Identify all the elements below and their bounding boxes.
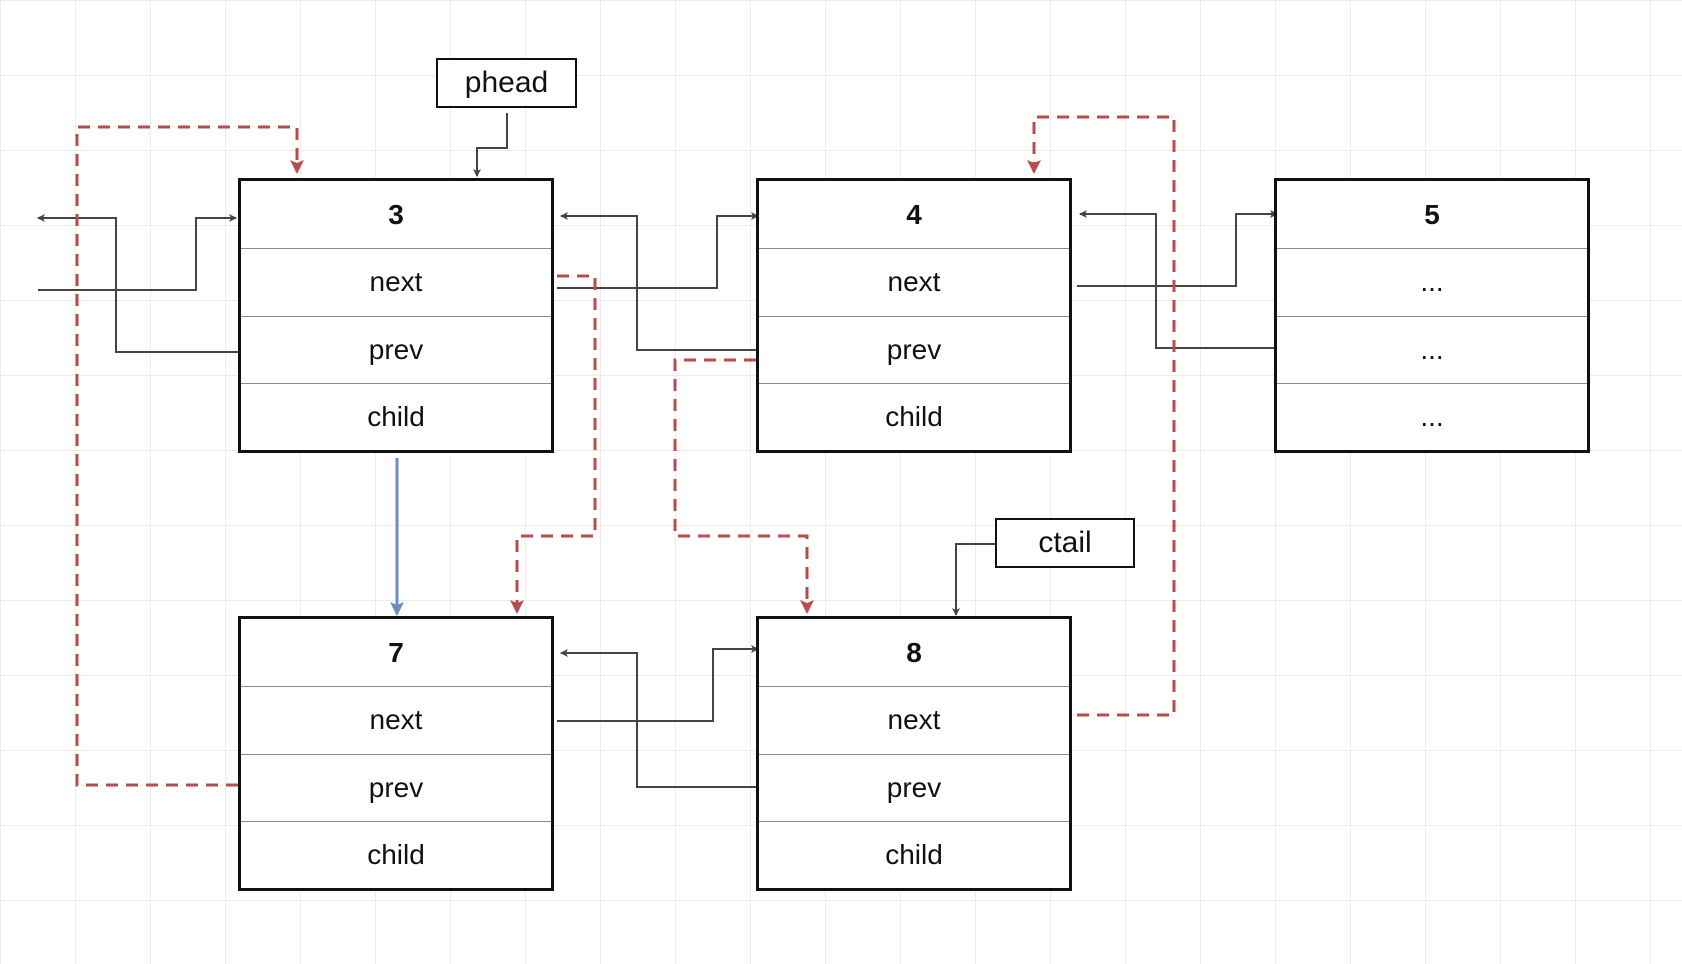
phead-label: phead <box>436 58 577 108</box>
field-prev: prev <box>759 315 1069 383</box>
node-value: 3 <box>388 198 404 230</box>
field-child: child <box>241 820 551 888</box>
prev-8-to-7 <box>560 649 758 788</box>
field-1: ... <box>1277 248 1587 315</box>
field-child: child <box>759 382 1069 450</box>
node-value: 8 <box>906 636 922 668</box>
dashed-next-8-to-4 <box>1027 115 1176 717</box>
field-next: next <box>241 248 551 315</box>
field-next: next <box>759 686 1069 753</box>
field-next: next <box>241 686 551 753</box>
next-4-to-5 <box>1077 210 1278 287</box>
node-7: 7 next prev child <box>238 616 554 891</box>
node-5: 5 ... ... ... <box>1274 178 1590 453</box>
field-next: next <box>759 248 1069 315</box>
ctail-connector <box>952 543 995 616</box>
node-4: 4 next prev child <box>756 178 1072 453</box>
field-prev: prev <box>241 315 551 383</box>
prev-3-outgoing <box>37 214 238 353</box>
node-value: 7 <box>388 636 404 668</box>
prev-5-to-4 <box>1079 210 1277 349</box>
field-3: ... <box>1277 382 1587 450</box>
ctail-label: ctail <box>995 518 1135 568</box>
node-value: 4 <box>906 198 922 230</box>
field-child: child <box>759 820 1069 888</box>
dashed-next-3-to-7 <box>510 274 597 614</box>
node-3: 3 next prev child <box>238 178 554 453</box>
next-7-to-8 <box>557 645 759 722</box>
field-prev: prev <box>759 753 1069 821</box>
incoming-next-to-3 <box>38 214 237 291</box>
dashed-prev-7-to-3 <box>75 125 304 787</box>
prev-4-to-3 <box>560 212 758 351</box>
phead-connector <box>473 113 508 177</box>
field-prev: prev <box>241 753 551 821</box>
field-2: ... <box>1277 315 1587 383</box>
field-child: child <box>241 382 551 450</box>
node-8: 8 next prev child <box>756 616 1072 891</box>
node-value: 5 <box>1424 198 1440 230</box>
